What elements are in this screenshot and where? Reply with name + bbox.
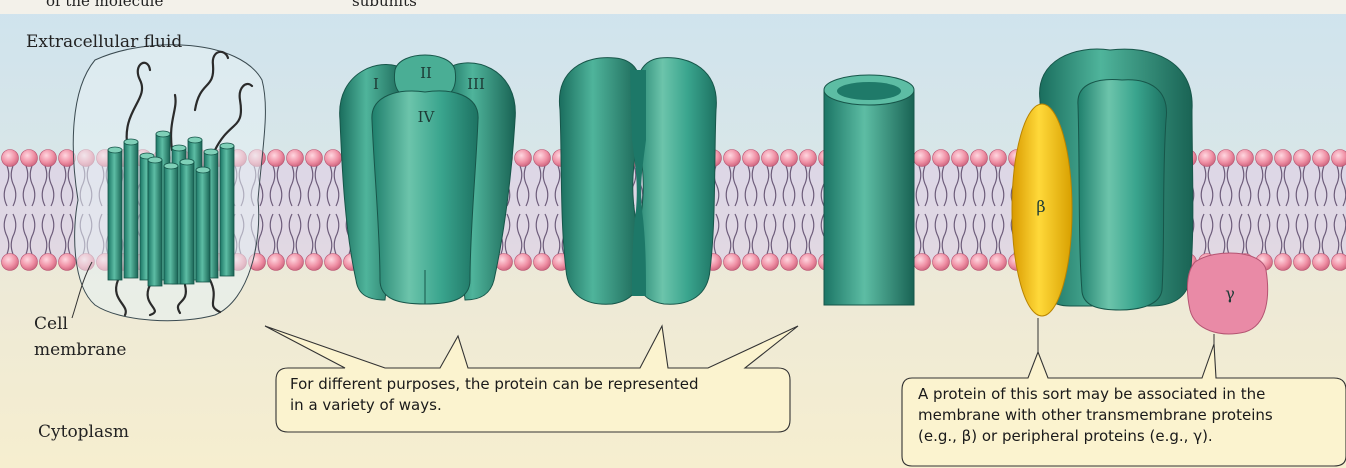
lipid-head bbox=[21, 150, 38, 167]
helix-cylinder bbox=[108, 150, 122, 280]
helix-cap bbox=[188, 137, 202, 143]
lipid-head bbox=[1256, 150, 1273, 167]
lipid-head bbox=[800, 254, 817, 271]
callout-association-line1: A protein of this sort may be associated… bbox=[918, 384, 1273, 405]
cytoplasm-label: Cytoplasm bbox=[38, 422, 129, 442]
lipid-head bbox=[534, 150, 551, 167]
lipid-head bbox=[287, 150, 304, 167]
gamma-label: γ bbox=[1225, 284, 1235, 303]
lipid-head bbox=[515, 254, 532, 271]
lipid-head bbox=[1199, 150, 1216, 167]
cylinder-protein bbox=[824, 75, 914, 305]
top-cut-label-mid: subunits bbox=[352, 0, 417, 10]
helix-cylinder bbox=[124, 142, 138, 278]
lipid-head bbox=[762, 150, 779, 167]
lipid-head bbox=[724, 254, 741, 271]
subunit-IV-label: IV bbox=[418, 108, 436, 126]
lipid-head bbox=[990, 150, 1007, 167]
top-strip bbox=[0, 0, 1346, 14]
lipid-head bbox=[914, 150, 931, 167]
beta-label: β bbox=[1036, 197, 1045, 216]
lipid-head bbox=[933, 150, 950, 167]
helix-cylinder bbox=[164, 166, 178, 284]
callout-association-text: A protein of this sort may be associated… bbox=[918, 384, 1273, 447]
lipid-head bbox=[743, 150, 760, 167]
helix-cap bbox=[164, 163, 178, 169]
helix-cap bbox=[204, 149, 218, 155]
helix-cylinder bbox=[148, 160, 162, 286]
helix-cap bbox=[172, 145, 186, 151]
lipid-head bbox=[1275, 150, 1292, 167]
helix-cylinder bbox=[180, 162, 194, 284]
helix-bundle-protein bbox=[73, 45, 265, 321]
lipid-head bbox=[59, 254, 76, 271]
lipid-head bbox=[724, 150, 741, 167]
lipid-head bbox=[306, 254, 323, 271]
lipid-head bbox=[268, 254, 285, 271]
lipid-head bbox=[1332, 254, 1346, 271]
pore-left-half bbox=[559, 58, 642, 305]
subunit-I-label: I bbox=[373, 75, 379, 93]
lipid-head bbox=[1294, 254, 1311, 271]
callout-association-line2: membrane with other transmembrane protei… bbox=[918, 405, 1273, 426]
lipid-head bbox=[971, 150, 988, 167]
extracellular-label: Extracellular fluid bbox=[26, 32, 182, 52]
subunit-II-label: II bbox=[420, 64, 432, 82]
membrane-label-line2: membrane bbox=[34, 340, 126, 360]
membrane-label-line1: Cell bbox=[34, 314, 68, 334]
cylinder-body bbox=[824, 90, 914, 305]
helix-cylinder bbox=[196, 170, 210, 282]
lipid-head bbox=[287, 254, 304, 271]
lipid-head bbox=[952, 254, 969, 271]
lipid-head bbox=[534, 254, 551, 271]
callout-representation-text: For different purposes, the protein can … bbox=[290, 374, 699, 416]
lipid-head bbox=[1313, 254, 1330, 271]
lipid-head bbox=[990, 254, 1007, 271]
helix-cap bbox=[180, 159, 194, 165]
lipid-head bbox=[2, 254, 19, 271]
helix-cap bbox=[108, 147, 122, 153]
lipid-head bbox=[325, 254, 342, 271]
lipid-head bbox=[914, 254, 931, 271]
lipid-head bbox=[800, 150, 817, 167]
top-cut-label-left: of the molecule bbox=[46, 0, 163, 10]
lipid-head bbox=[1294, 150, 1311, 167]
callout-representation-line1: For different purposes, the protein can … bbox=[290, 374, 699, 395]
lipid-head bbox=[1313, 150, 1330, 167]
lipid-head bbox=[268, 150, 285, 167]
lipid-head bbox=[515, 150, 532, 167]
callout-representation-line2: in a variety of ways. bbox=[290, 395, 699, 416]
helix-cap bbox=[220, 143, 234, 149]
helix-cap bbox=[124, 139, 138, 145]
helix-cap bbox=[148, 157, 162, 163]
callout-association-line3: (e.g., β) or peripheral proteins (e.g., … bbox=[918, 426, 1273, 447]
split-pore-protein bbox=[559, 58, 716, 305]
lipid-head bbox=[781, 150, 798, 167]
lipid-head bbox=[743, 254, 760, 271]
lipid-head bbox=[952, 150, 969, 167]
lipid-head bbox=[781, 254, 798, 271]
four-subunit-channel: I II III IV bbox=[340, 55, 516, 304]
lipid-head bbox=[2, 150, 19, 167]
lipid-head bbox=[1332, 150, 1346, 167]
lipid-head bbox=[325, 150, 342, 167]
alpha-front bbox=[1078, 80, 1167, 310]
lipid-head bbox=[1218, 150, 1235, 167]
helix-cap bbox=[156, 131, 170, 137]
lipid-head bbox=[933, 254, 950, 271]
lipid-head bbox=[762, 254, 779, 271]
lipid-head bbox=[40, 150, 57, 167]
lipid-head bbox=[40, 254, 57, 271]
subunit-III-label: III bbox=[467, 75, 485, 93]
pore-right-half bbox=[634, 58, 717, 305]
lipid-head bbox=[971, 254, 988, 271]
lipid-head bbox=[21, 254, 38, 271]
helix-cylinder bbox=[220, 146, 234, 276]
lipid-head bbox=[306, 150, 323, 167]
lipid-head bbox=[1237, 150, 1254, 167]
cylinder-opening bbox=[837, 82, 901, 100]
lipid-head bbox=[1275, 254, 1292, 271]
helix-cap bbox=[196, 167, 210, 173]
